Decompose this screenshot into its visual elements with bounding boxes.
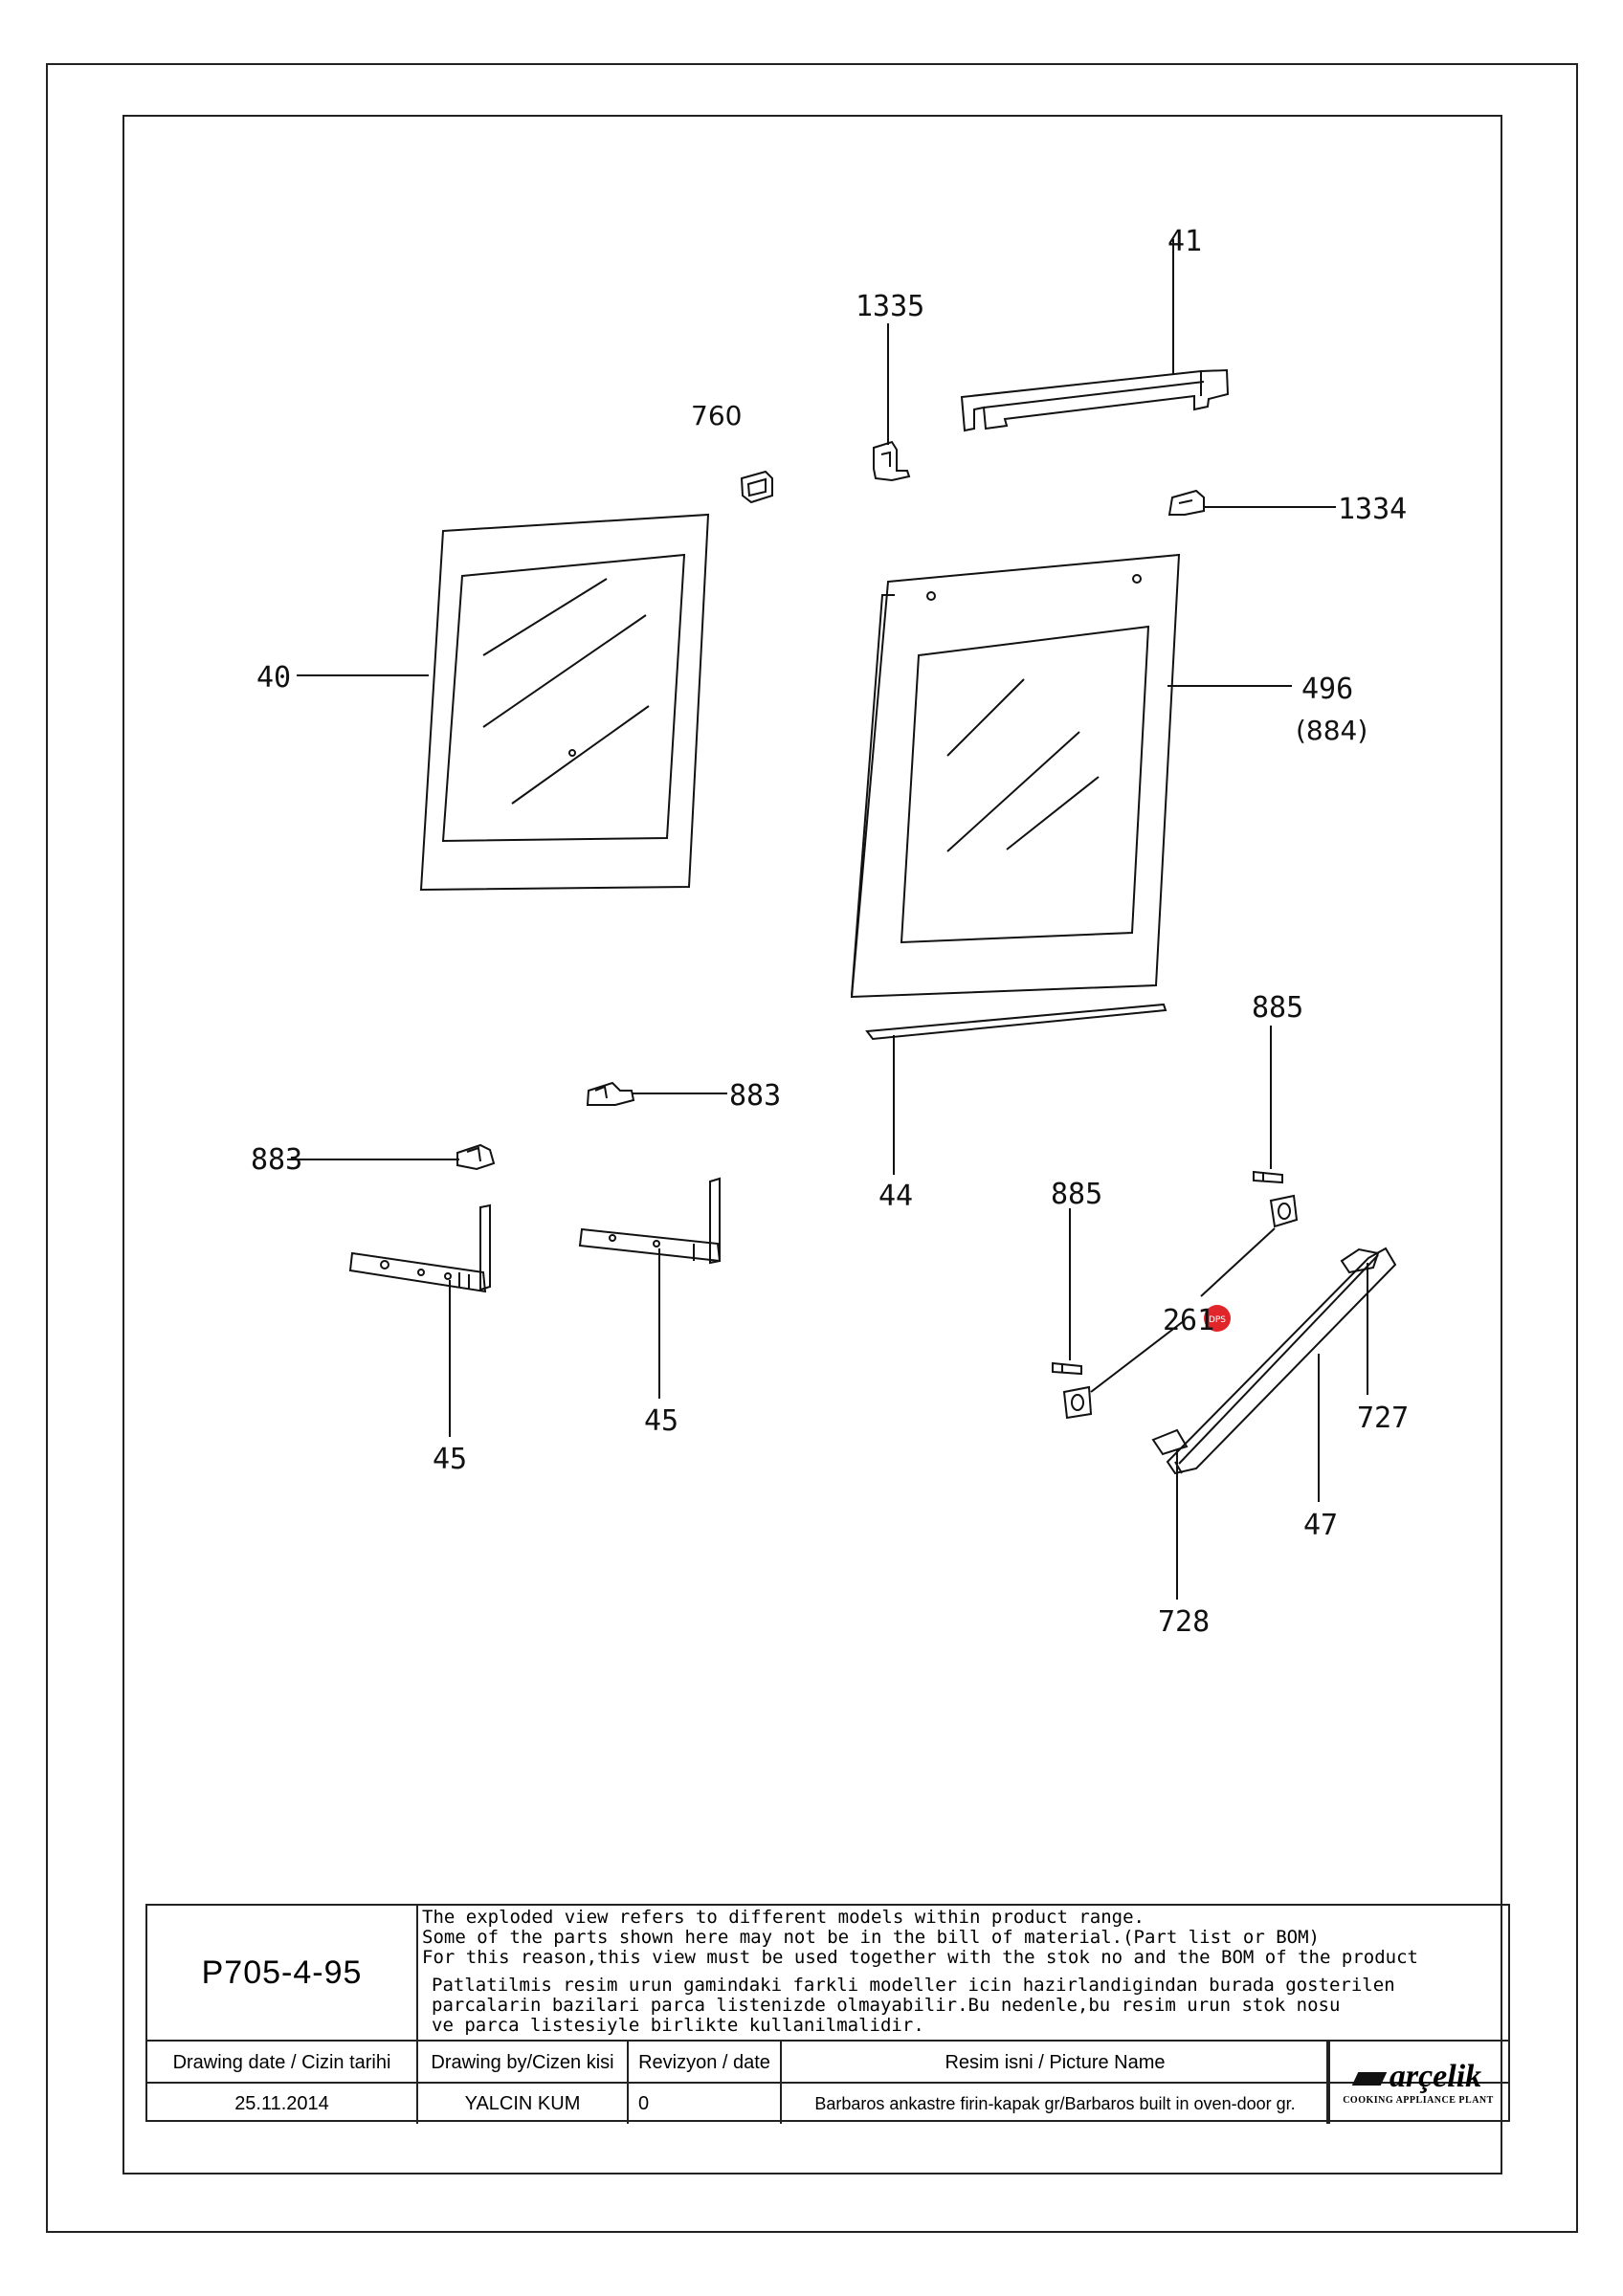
- logo-brand: arçelik: [1389, 2058, 1482, 2094]
- part-45-hinge-left: [348, 1203, 491, 1293]
- callout-1335: 1335: [856, 290, 924, 323]
- part-261-spacer-upper: [1269, 1194, 1299, 1228]
- part-40-inner-glass: [419, 513, 710, 892]
- dps-badge: [1204, 1305, 1231, 1332]
- part-760-clip: [740, 470, 773, 504]
- note-en-line-3: For this reason,this view must be used t…: [422, 1947, 1418, 1968]
- outer-border: [46, 63, 1578, 2233]
- leader-261-upper: [1200, 1227, 1276, 1297]
- callout-45-left: 45: [433, 1443, 467, 1476]
- logo-subtitle: COOKING APPLIANCE PLANT: [1343, 2094, 1494, 2106]
- callout-883-lower: 883: [251, 1143, 302, 1177]
- callout-45-middle: 45: [644, 1404, 678, 1438]
- callout-40: 40: [256, 661, 291, 695]
- header-revision: Revizyon / date: [629, 2042, 782, 2084]
- drawing-code: P705-4-95: [147, 1906, 418, 2040]
- part-885-screw-lower: [1052, 1361, 1082, 1376]
- value-revision: 0: [629, 2084, 782, 2124]
- title-value-row: 25.11.2014 YALCIN KUM 0 Barbaros ankastr…: [147, 2082, 1508, 2124]
- callout-760: 760: [691, 400, 742, 431]
- part-1335-bracket: [873, 440, 911, 482]
- callout-1334: 1334: [1338, 493, 1407, 526]
- callout-47: 47: [1303, 1509, 1338, 1542]
- note-en-line-1: The exploded view refers to different mo…: [422, 1907, 1145, 1928]
- note-tr-line-2: parcalarin bazilari parca listenizde olm…: [432, 1995, 1341, 2016]
- header-drawing-by: Drawing by/Cizen kisi: [418, 2042, 629, 2084]
- value-picture-name: Barbaros ankastre firin-kapak gr/Barbaro…: [782, 2084, 1330, 2124]
- arcelik-logo: arçelik COOKING APPLIANCE PLANT: [1326, 2040, 1508, 2124]
- part-47-door-handle: [1166, 1247, 1397, 1475]
- part-728-end-cap-left: [1151, 1428, 1189, 1456]
- header-picture-name: Resim isni / Picture Name: [782, 2042, 1330, 2084]
- leader-261-lower: [1090, 1319, 1186, 1393]
- callout-261: 261: [1163, 1304, 1214, 1337]
- note-tr-line-3: ve parca listesiyle birlikte kullanilmal…: [432, 2015, 924, 2036]
- header-drawing-date: Drawing date / Cizin tarihi: [147, 2042, 418, 2084]
- callout-885-lower: 885: [1051, 1178, 1102, 1211]
- callout-885-upper: 885: [1252, 991, 1303, 1025]
- dps-badge-text: DPS: [1209, 1315, 1226, 1325]
- part-883-hinge-clip-lower: [456, 1143, 496, 1171]
- value-drawing-date: 25.11.2014: [147, 2084, 418, 2124]
- note-en-line-2: Some of the parts shown here may not be …: [422, 1927, 1320, 1948]
- logo-swoosh-icon: [1351, 2071, 1388, 2086]
- part-883-hinge-clip-upper: [586, 1081, 635, 1106]
- inner-border: [122, 115, 1502, 2175]
- value-drawing-by: YALCIN KUM: [418, 2084, 629, 2124]
- callout-727: 727: [1357, 1402, 1409, 1435]
- part-44-bottom-profile: [865, 1003, 1167, 1041]
- title-block: P705-4-95 The exploded view refers to di…: [145, 1904, 1510, 2124]
- part-727-end-cap-right: [1340, 1247, 1380, 1274]
- title-header-row: Drawing date / Cizin tarihi Drawing by/C…: [147, 2040, 1508, 2084]
- callout-884: (884): [1296, 715, 1367, 746]
- part-885-screw-upper: [1253, 1170, 1283, 1184]
- part-261-spacer-lower: [1062, 1385, 1093, 1420]
- part-1334-bracket: [1167, 489, 1205, 516]
- note-tr-line-1: Patlatilmis resim urun gamindaki farkli …: [432, 1975, 1395, 1996]
- part-41-top-profile: [960, 368, 1230, 432]
- part-45-hinge-middle: [578, 1177, 722, 1265]
- callout-728: 728: [1158, 1605, 1210, 1639]
- callout-41: 41: [1167, 225, 1202, 258]
- callout-883-upper: 883: [729, 1079, 781, 1113]
- callout-44: 44: [878, 1180, 913, 1213]
- callout-496: 496: [1301, 673, 1353, 706]
- drawing-notes: The exploded view refers to different mo…: [418, 1906, 1510, 2040]
- part-496-outer-glass: [850, 553, 1181, 999]
